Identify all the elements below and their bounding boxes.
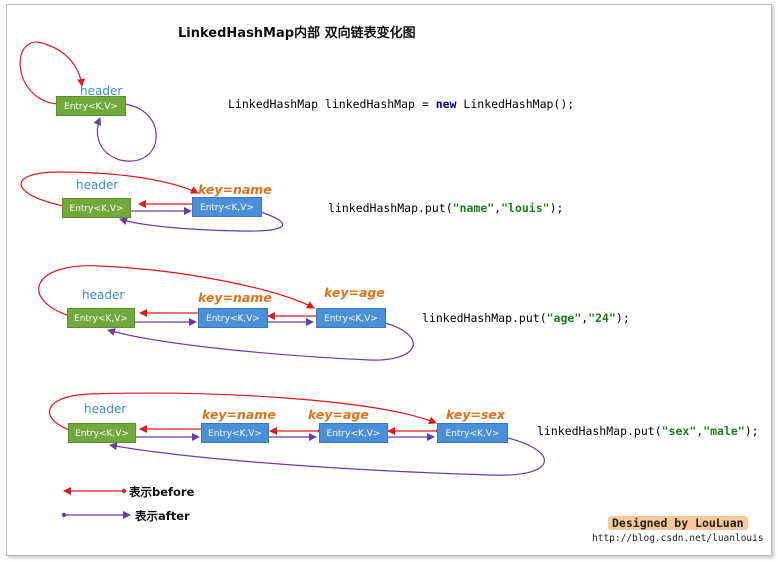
step4-arrows	[48, 392, 545, 476]
legend-arrows	[61, 487, 131, 519]
step1-header-node: Entry<K,V>	[56, 96, 126, 116]
legend-after-label: 表示after	[135, 509, 190, 523]
step1-header-label: header	[80, 84, 123, 98]
step4-entry-name-node: Entry<K,V>	[201, 423, 269, 443]
step3-entry-age-node: Entry<K,V>	[316, 308, 386, 328]
diagram-title: LinkedHashMap内部 双向链表变化图	[178, 26, 416, 41]
step3-header-label: header	[82, 288, 125, 302]
step2-before-header-to-name	[20, 171, 199, 207]
step4-before-header-to-sex	[48, 392, 437, 431]
step3-code: linkedHashMap.put("age","24");	[422, 311, 630, 325]
step4-entry-sex-node: Entry<K,V>	[437, 423, 508, 443]
step4-after-sex-to-header	[109, 436, 545, 476]
step4-header-label: header	[84, 402, 127, 416]
step2-code: linkedHashMap.put("name","louis");	[328, 201, 564, 215]
step2-header-node: Entry<K,V>	[62, 198, 131, 218]
legend-before-label: 表示before	[129, 485, 195, 499]
step3-header-node: Entry<K,V>	[67, 308, 135, 328]
step3-after-age-to-header	[107, 321, 414, 361]
step2-after-name-to-header	[119, 210, 284, 232]
diagram-frame	[6, 4, 772, 556]
step2-key-name-label: key=name	[198, 182, 272, 197]
step3-entry-name-node: Entry<K,V>	[198, 308, 268, 328]
step4-entry-age-node: Entry<K,V>	[319, 423, 388, 443]
step3-key-name-label: key=name	[198, 290, 272, 305]
step3-key-age-label: key=age	[324, 285, 385, 300]
step4-key-name-label: key=name	[202, 407, 276, 422]
step3-before-header-to-age	[38, 265, 315, 317]
step1-before-self-arrow	[19, 41, 86, 105]
step2-entry-name-node: Entry<K,V>	[192, 197, 262, 217]
blog-url: http://blog.csdn.net/luanlouis	[592, 533, 764, 544]
step4-key-age-label: key=age	[308, 407, 369, 422]
step1-code: LinkedHashMap linkedHashMap = new Linked…	[228, 97, 575, 111]
step1-after-self-arrow	[93, 103, 157, 162]
step2-header-label: header	[76, 178, 119, 192]
step4-code: linkedHashMap.put("sex","male");	[537, 424, 759, 438]
step4-header-node: Entry<K,V>	[68, 423, 136, 443]
designed-by-badge: Designed by LouLuan	[608, 516, 748, 530]
step4-key-sex-label: key=sex	[446, 407, 505, 422]
